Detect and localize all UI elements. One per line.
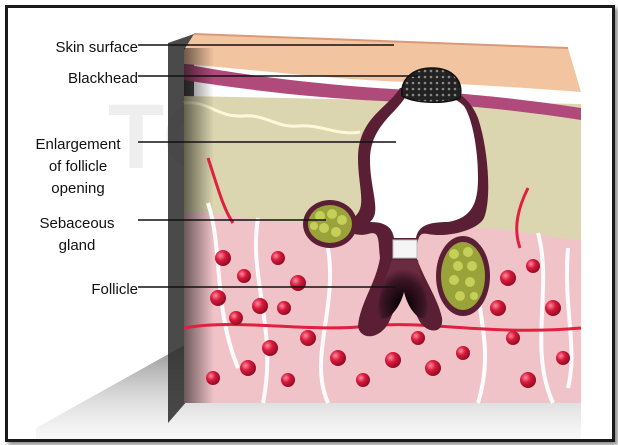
label-enlargement-line-2: of follicle xyxy=(48,158,108,175)
diagram-frame: TOTO xyxy=(5,5,615,442)
label-follicle: Follicle xyxy=(91,281,138,298)
label-enlargement-line-1: Enlargement xyxy=(35,136,121,153)
label-enlargement-line-3: opening xyxy=(51,180,105,197)
blood-cells xyxy=(206,250,570,388)
label-sebaceous-line-2: gland xyxy=(58,237,96,254)
follicle-root xyxy=(377,260,429,319)
skin-cross-section-illustration: TOTO xyxy=(36,33,582,439)
leader-lines xyxy=(138,44,418,288)
label-enlargement-of-follicle-opening: Enlargement of follicle opening xyxy=(16,134,140,200)
label-blackhead: Blackhead xyxy=(67,70,138,87)
sebaceous-gland-left xyxy=(303,200,357,248)
epidermis-layer xyxy=(184,64,581,120)
label-sebaceous-line-1: Sebaceous xyxy=(39,215,115,232)
label-sebaceous-gland: Sebaceous gland xyxy=(22,213,132,257)
skin-surface-layer xyxy=(184,34,581,92)
sebaceous-gland-right xyxy=(436,236,490,316)
label-skin-surface: Skin surface xyxy=(55,39,138,56)
follicle-opening xyxy=(370,94,478,238)
